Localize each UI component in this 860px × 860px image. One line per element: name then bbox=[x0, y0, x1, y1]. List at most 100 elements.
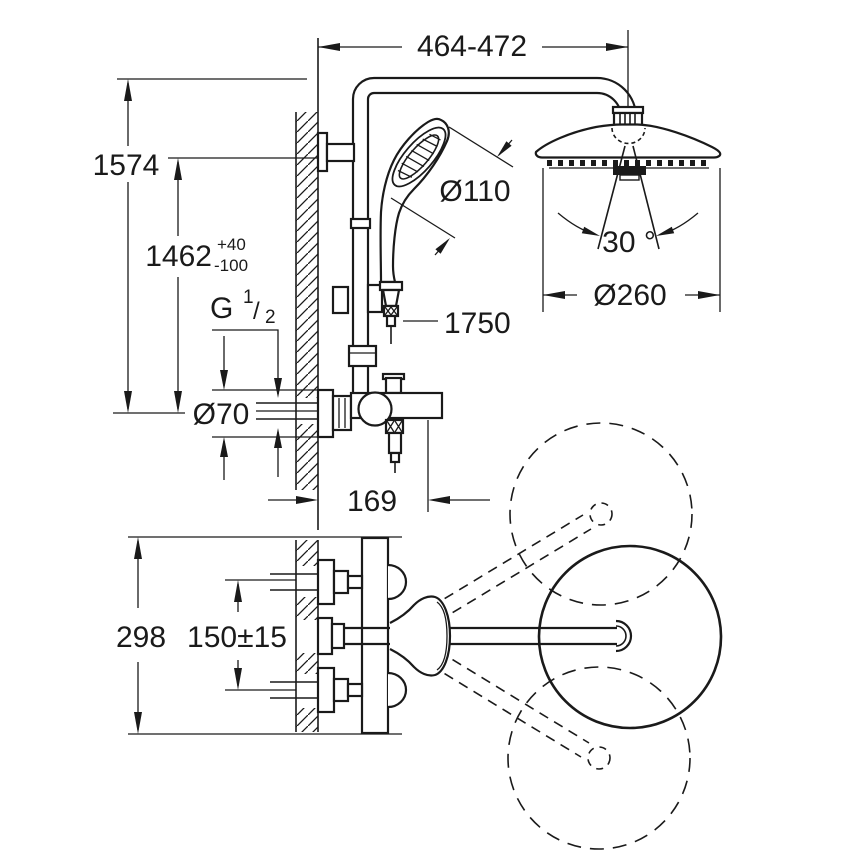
outlet-nipple bbox=[389, 451, 401, 464]
wall-section-plan bbox=[295, 540, 319, 732]
dim-label-110: Ø110 bbox=[439, 175, 510, 208]
rosette-bottom bbox=[316, 666, 336, 714]
thread-numerator: 1 bbox=[243, 287, 254, 308]
hand-shower-holder bbox=[331, 283, 384, 315]
hand-shower-face bbox=[391, 126, 447, 188]
temperature-knob bbox=[357, 391, 393, 427]
ext-line-lower bbox=[390, 197, 456, 239]
nut-top bbox=[332, 569, 350, 595]
arrowhead-down bbox=[274, 378, 282, 398]
holder-clamp bbox=[331, 285, 350, 315]
hose-nipple bbox=[385, 314, 397, 328]
rosette-top bbox=[316, 558, 336, 606]
wall-rosette bbox=[316, 388, 335, 439]
cap-dome-top bbox=[387, 563, 408, 601]
dim-connection-spacing: 150±15 bbox=[187, 579, 318, 691]
angle-line-left bbox=[597, 145, 626, 250]
handle-coupling bbox=[378, 280, 404, 292]
dim-height-1574: 1574 bbox=[93, 78, 307, 414]
adapter-top bbox=[346, 574, 364, 590]
dim-label-1750: 1750 bbox=[444, 307, 511, 340]
thread-denominator: 2 bbox=[265, 307, 276, 328]
head-hub bbox=[613, 166, 646, 175]
leader-bent bbox=[212, 329, 279, 394]
head-position-lower-dashed bbox=[507, 666, 691, 850]
wall-bracket bbox=[316, 131, 356, 173]
arrowhead-up bbox=[274, 428, 282, 448]
dim-label-top-span: 464-472 bbox=[417, 30, 527, 63]
arrowhead-lower bbox=[435, 238, 450, 254]
dim-swivel-angle: 30 ° bbox=[557, 145, 699, 259]
dim-label-70: Ø70 bbox=[193, 398, 250, 431]
pipe-coupling bbox=[349, 217, 372, 230]
arrowhead-left bbox=[428, 496, 450, 504]
mounting-plate bbox=[360, 536, 390, 735]
arrowhead-down bbox=[174, 391, 182, 413]
valve-body-plan bbox=[316, 536, 408, 735]
dim-label-169: 169 bbox=[347, 485, 397, 518]
hose-cone bbox=[381, 288, 401, 308]
nut-bottom bbox=[332, 677, 350, 703]
arm-end-cap-outer bbox=[615, 619, 633, 653]
dim-label-298: 298 bbox=[116, 621, 166, 654]
arrowhead-up bbox=[234, 580, 242, 602]
dim-label-tol-plus: +40 bbox=[217, 235, 246, 254]
bracket-arm bbox=[325, 142, 356, 163]
thermostat-valve bbox=[256, 344, 444, 473]
arm-collar bbox=[330, 622, 346, 650]
dim-label-260: Ø260 bbox=[593, 279, 666, 312]
arrowhead-up bbox=[174, 158, 182, 180]
arrowhead-up bbox=[124, 79, 132, 101]
dim-top-span: 464-472 bbox=[318, 30, 629, 107]
arrowhead-left bbox=[318, 43, 340, 51]
dim-hose-length: 1750 bbox=[403, 307, 511, 340]
thread-slash: / bbox=[253, 298, 260, 325]
dim-thread-size: G 1 / 2 bbox=[210, 287, 282, 477]
dim-projection: 169 bbox=[268, 420, 490, 518]
dim-label-30: 30 ° bbox=[602, 226, 656, 259]
outlet-tube bbox=[387, 431, 403, 455]
face-lattice bbox=[397, 133, 441, 178]
outlet-knurl-nut bbox=[384, 418, 405, 435]
dim-label-1574: 1574 bbox=[93, 149, 160, 182]
arrowhead-down bbox=[220, 370, 228, 390]
arm-end-cap-inner bbox=[615, 625, 627, 647]
wall-hatch-front bbox=[296, 112, 318, 490]
face-outer-ellipse bbox=[391, 126, 447, 188]
head-position-upper-dashed bbox=[509, 422, 693, 606]
hand-shower bbox=[378, 117, 450, 344]
dim-hand-shower-diameter: Ø110 bbox=[390, 126, 514, 256]
dim-plan-height: 298 bbox=[116, 536, 402, 735]
arrowhead-down bbox=[234, 668, 242, 690]
union-fitting bbox=[347, 344, 378, 368]
ext-line-upper bbox=[448, 126, 514, 168]
bend-left-outer bbox=[351, 76, 375, 100]
dim-label-tol-minus: -100 bbox=[214, 256, 248, 275]
dim-rosette-diameter: Ø70 bbox=[193, 336, 318, 480]
trumpet-inner-line bbox=[436, 601, 448, 671]
arrowhead-up bbox=[134, 537, 142, 559]
arm-and-head-plan bbox=[389, 544, 723, 730]
arrowhead-right bbox=[656, 226, 675, 236]
dim-head-diameter: Ø260 bbox=[542, 168, 721, 312]
hand-shower-body bbox=[379, 117, 450, 284]
arrowhead-upper bbox=[497, 141, 512, 157]
outlet-knurl-pattern bbox=[386, 420, 403, 433]
bend-left-inner bbox=[366, 91, 375, 100]
trumpet-escutcheon bbox=[389, 595, 452, 677]
plan-view: 298 150±15 bbox=[116, 422, 723, 850]
hose-nut-knurl bbox=[384, 306, 398, 316]
bracket-flange bbox=[316, 131, 329, 173]
cap-dome-bottom bbox=[387, 671, 408, 709]
arrowhead-right bbox=[698, 291, 720, 299]
angle-line-right bbox=[632, 145, 660, 250]
diverter-knob bbox=[384, 376, 403, 395]
thread-letter: G bbox=[210, 292, 233, 325]
arrowhead-up bbox=[220, 437, 228, 457]
supply-stubs bbox=[270, 573, 318, 699]
head-hub-cap bbox=[619, 174, 640, 181]
arrowhead-left bbox=[543, 291, 565, 299]
dim-label-150: 150±15 bbox=[187, 621, 287, 654]
